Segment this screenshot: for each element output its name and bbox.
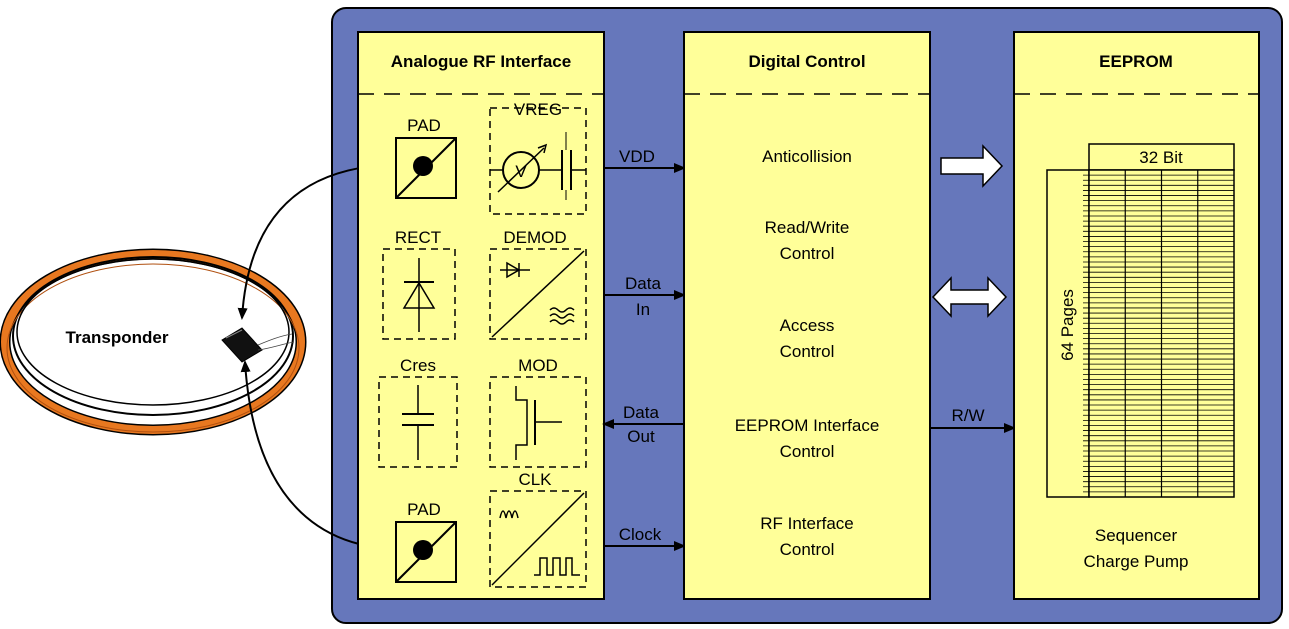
rectifier-box xyxy=(382,248,456,340)
pad-bottom-label: PAD xyxy=(407,500,441,519)
rw-label: R/W xyxy=(951,406,984,425)
square-wave-icon xyxy=(534,557,580,576)
rw-control-label-1: Read/Write xyxy=(765,218,850,237)
rf-interface-label-1: RF Interface xyxy=(760,514,854,533)
rw-control-label-2: Control xyxy=(780,244,835,263)
vreg-label: VREG xyxy=(514,100,562,119)
memory-grid xyxy=(1083,169,1235,498)
pad-top-label: PAD xyxy=(407,116,441,135)
voltmeter-icon xyxy=(490,143,562,193)
sequencer-label-2: Charge Pump xyxy=(1084,552,1189,571)
demod-label: DEMOD xyxy=(503,228,566,247)
pad-bottom-icon xyxy=(395,521,457,583)
capacitor-icon xyxy=(561,132,586,200)
mod-box xyxy=(489,376,587,468)
data-in-label-1: Data xyxy=(625,274,661,293)
diode-icon xyxy=(402,258,436,332)
data-bidir-arrow-icon xyxy=(931,276,1008,318)
access-control-label-2: Control xyxy=(780,342,835,361)
access-control-label-1: Access xyxy=(780,316,835,335)
pages-label: 64 Pages xyxy=(1058,289,1077,361)
analogue-rf-block xyxy=(357,31,605,600)
address-arrow-icon xyxy=(940,144,1004,188)
pad-top-icon xyxy=(395,137,457,199)
eeprom-interface-label-1: EEPROM Interface xyxy=(735,416,880,435)
cres-box xyxy=(378,376,458,468)
pages-side xyxy=(1046,169,1090,498)
demod-diode-icon xyxy=(500,261,530,279)
transistor-icon xyxy=(515,386,562,460)
clock-label: Clock xyxy=(619,525,662,544)
bits-label: 32 Bit xyxy=(1139,148,1183,167)
eeprom-interface-label-2: Control xyxy=(780,442,835,461)
transponder-chip-icon xyxy=(221,327,295,363)
analogue-title: Analogue RF Interface xyxy=(391,52,571,71)
sine-wave-icon xyxy=(499,510,519,519)
vreg-box xyxy=(489,107,587,215)
clk-label: CLK xyxy=(518,470,552,489)
mod-label: MOD xyxy=(518,356,558,375)
anticollision-label: Anticollision xyxy=(762,147,852,166)
rf-interface-label-2: Control xyxy=(780,540,835,559)
demod-wave-icon xyxy=(549,307,575,325)
digital-title: Digital Control xyxy=(748,52,865,71)
data-in-label-2: In xyxy=(636,300,650,319)
transponder-label: Transponder xyxy=(66,328,169,347)
resonance-capacitor-icon xyxy=(402,385,434,460)
clk-box xyxy=(489,490,587,588)
digital-control-block xyxy=(683,31,931,600)
transponder-coil xyxy=(0,248,307,436)
bits-header xyxy=(1088,143,1235,171)
rect-label: RECT xyxy=(395,228,441,247)
data-out-label-2: Out xyxy=(627,427,655,446)
cres-label: Cres xyxy=(400,356,436,375)
sequencer-label-1: Sequencer xyxy=(1095,526,1178,545)
vdd-label: VDD xyxy=(619,147,655,166)
eeprom-title: EEPROM xyxy=(1099,52,1173,71)
data-out-label-1: Data xyxy=(623,403,659,422)
vreg-symbol: V xyxy=(515,162,527,181)
demod-box xyxy=(489,248,587,340)
